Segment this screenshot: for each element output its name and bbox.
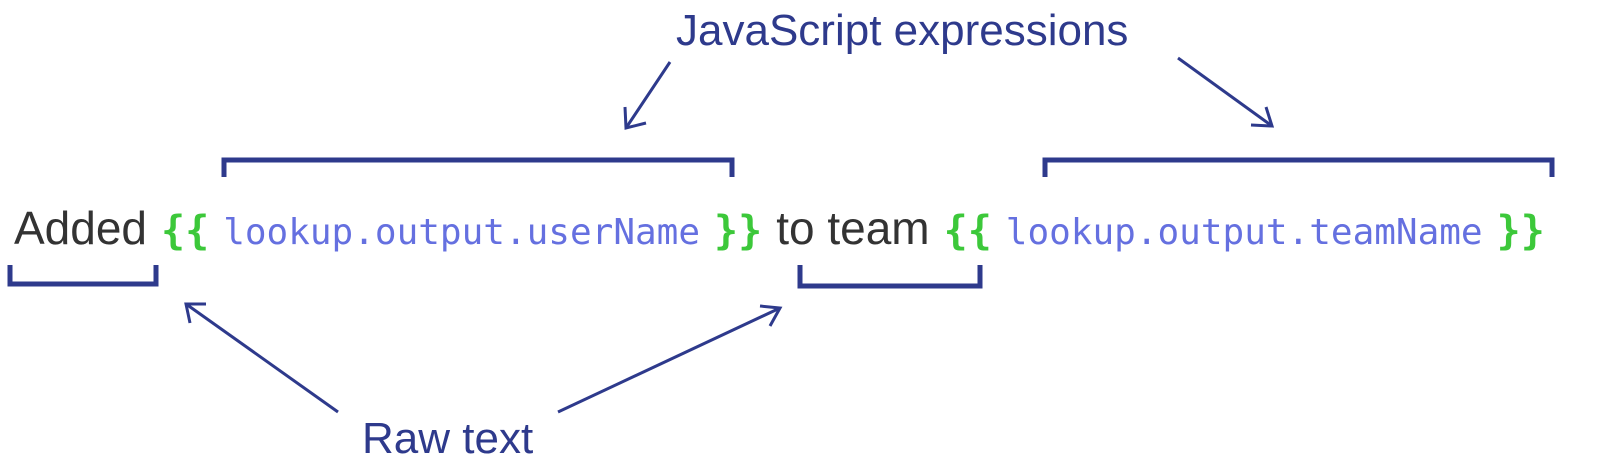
javascript-expressions-label: JavaScript expressions bbox=[676, 6, 1129, 55]
raw-text-bracket-added bbox=[7, 265, 159, 287]
arrowhead-added bbox=[184, 302, 206, 324]
arrowhead-to-team bbox=[759, 304, 783, 327]
expression-bracket-team-name bbox=[1042, 157, 1555, 177]
expression-user-name: lookup.output.userName bbox=[223, 212, 701, 253]
open-braces-team-name: {{ bbox=[943, 208, 992, 254]
raw-text-label: Raw text bbox=[362, 414, 534, 463]
close-braces-team-name: }} bbox=[1496, 208, 1545, 254]
raw-text-added: Added bbox=[14, 202, 148, 254]
arrowhead-user-name bbox=[623, 106, 647, 130]
arrow-to-team-name bbox=[1177, 56, 1273, 128]
expression-team-name: lookup.output.teamName bbox=[1005, 212, 1483, 253]
arrow-to-user-name bbox=[624, 61, 672, 129]
close-braces-user-name: }} bbox=[714, 208, 763, 254]
raw-text-bracket-to-team bbox=[797, 265, 983, 289]
arrow-to-to-team bbox=[557, 306, 781, 414]
template-string: Added {{ lookup.output.userName}} to team {{… bbox=[14, 198, 1545, 263]
open-braces-user-name: {{ bbox=[161, 208, 210, 254]
arrowhead-team-name bbox=[1250, 106, 1275, 128]
arrow-to-added bbox=[185, 302, 339, 414]
expression-bracket-user-name bbox=[221, 157, 735, 177]
raw-text-to-team: to team bbox=[776, 202, 930, 254]
